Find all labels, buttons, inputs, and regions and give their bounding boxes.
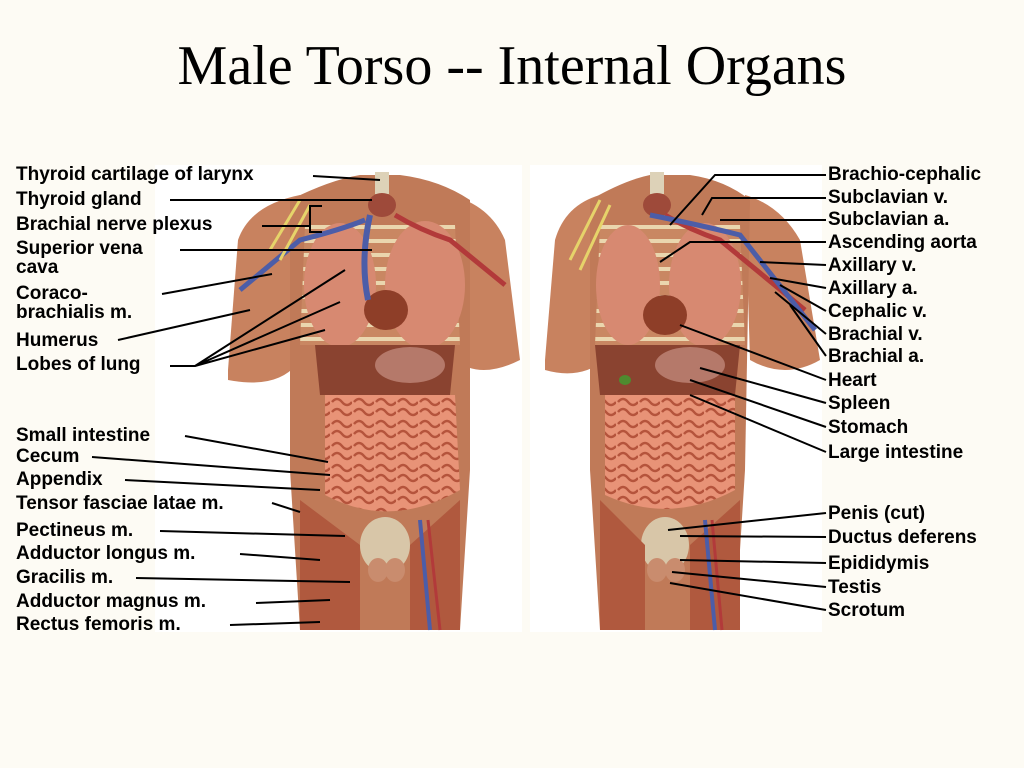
- label-ascending-aorta: Ascending aorta: [828, 232, 977, 253]
- label-tensor-fasciae-latae: Tensor fasciae latae m.: [16, 493, 224, 514]
- label-subclavian-a: Subclavian a.: [828, 209, 950, 230]
- slide-title: Male Torso -- Internal Organs: [177, 35, 847, 97]
- label-pectineus: Pectineus m.: [16, 520, 134, 541]
- label-adductor-longus: Adductor longus m.: [16, 543, 196, 564]
- label-spleen: Spleen: [828, 393, 891, 414]
- anatomy-illustration: [91, 165, 827, 632]
- label-humerus: Humerus: [16, 330, 99, 351]
- right-torso-figure: [530, 165, 822, 632]
- label-brachial-a: Brachial a.: [828, 346, 925, 367]
- label-axillary-v: Axillary v.: [828, 255, 917, 276]
- label-cephalic-v: Cephalic v.: [828, 301, 927, 322]
- right-leader-lines: [659, 174, 827, 611]
- label-penis: Penis (cut): [828, 503, 926, 524]
- label-axillary-a: Axillary a.: [828, 278, 918, 299]
- label-small-intestine: Small intestine: [16, 425, 151, 446]
- label-rectus-femoris: Rectus femoris m.: [16, 614, 181, 635]
- label-gracilis: Gracilis m.: [16, 567, 114, 588]
- label-large-intestine: Large intestine: [828, 442, 964, 463]
- label-testis: Testis: [828, 577, 882, 598]
- label-lobes-of-lung: Lobes of lung: [16, 354, 141, 375]
- label-heart: Heart: [828, 370, 877, 391]
- label-appendix: Appendix: [16, 469, 103, 490]
- label-subclavian-v: Subclavian v.: [828, 187, 949, 208]
- label-adductor-magnus: Adductor magnus m.: [16, 591, 207, 612]
- label-superior-vena-cava: Superior vena cava: [16, 238, 143, 278]
- label-cecum: Cecum: [16, 446, 80, 467]
- label-brachial-plexus: Brachial nerve plexus: [16, 214, 213, 235]
- label-epididymis: Epididymis: [828, 553, 930, 574]
- label-ductus-deferens: Ductus deferens: [828, 527, 977, 548]
- left-torso-figure: [155, 165, 522, 632]
- label-coracobrachialis: Coraco-brachialis m.: [16, 283, 133, 323]
- left-leader-lines: [91, 175, 381, 626]
- label-thyroid-cartilage: Thyroid cartilage of larynx: [16, 164, 254, 185]
- label-brachiocephalic: Brachio-cephalic: [828, 164, 982, 185]
- label-thyroid-gland: Thyroid gland: [16, 189, 142, 210]
- label-stomach: Stomach: [828, 417, 909, 438]
- label-scrotum: Scrotum: [828, 600, 906, 621]
- label-brachial-v: Brachial v.: [828, 324, 923, 345]
